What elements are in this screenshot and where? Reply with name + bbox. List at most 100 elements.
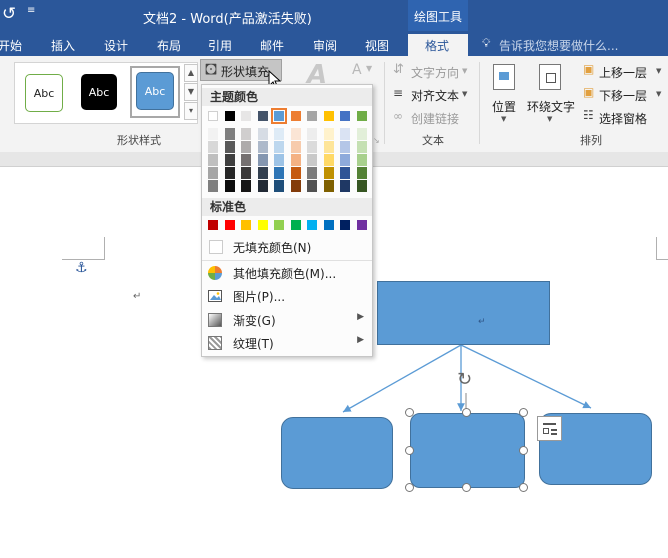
bring-forward-button[interactable]: 上移一层 <box>599 66 648 80</box>
texture-fill-item[interactable]: 纹理(T) ▶ <box>202 332 372 354</box>
undo-icon[interactable]: ↺ <box>2 4 17 24</box>
selection-pane-button[interactable]: 选择窗格 <box>599 112 648 126</box>
theme-shade-swatch[interactable] <box>290 154 301 166</box>
align-text-button[interactable]: 对齐文本 <box>411 89 460 103</box>
standard-color-swatch[interactable] <box>224 220 235 230</box>
top-rectangle-shape[interactable]: ↵ <box>377 281 550 345</box>
theme-shade-swatch[interactable] <box>208 180 218 192</box>
theme-color-swatch[interactable] <box>208 111 218 121</box>
theme-shade-swatch[interactable] <box>224 154 235 166</box>
picture-fill-item[interactable]: 图片(P)... <box>202 285 372 307</box>
theme-shade-swatch[interactable] <box>274 128 284 140</box>
theme-color-swatch[interactable] <box>307 111 317 121</box>
standard-color-swatch[interactable] <box>323 220 334 230</box>
theme-shade-swatch[interactable] <box>257 167 268 179</box>
theme-color-swatch[interactable] <box>271 108 287 124</box>
create-link-button[interactable]: 创建链接 <box>411 112 460 126</box>
theme-shade-swatch[interactable] <box>241 154 251 166</box>
gallery-scroll-up[interactable]: ▲ <box>184 64 198 82</box>
theme-shade-swatch[interactable] <box>307 128 317 140</box>
theme-shade-swatch[interactable] <box>356 128 367 140</box>
standard-color-swatch[interactable] <box>208 220 218 230</box>
theme-shade-swatch[interactable] <box>257 180 268 192</box>
resize-handle-se[interactable] <box>519 483 528 492</box>
text-direction-button[interactable]: 文字方向 <box>411 66 460 80</box>
theme-shade-swatch[interactable] <box>257 154 268 166</box>
shape-fill-button[interactable]: 🖸︎ 形状填充 <box>200 59 282 81</box>
style-sample-black[interactable]: Abc <box>81 74 117 110</box>
theme-shade-swatch[interactable] <box>307 154 317 166</box>
theme-shade-swatch[interactable] <box>307 141 317 153</box>
theme-color-swatch[interactable] <box>323 111 334 121</box>
theme-shade-swatch[interactable] <box>257 141 268 153</box>
theme-shade-swatch[interactable] <box>307 167 317 179</box>
theme-shade-swatch[interactable] <box>340 128 350 140</box>
bottom-left-rounded-shape[interactable] <box>281 417 393 489</box>
resize-handle-nw[interactable] <box>405 408 414 417</box>
standard-color-swatch[interactable] <box>340 220 350 230</box>
quick-access-menu-icon[interactable]: ≡ <box>27 5 36 16</box>
more-fill-colors-item[interactable]: 其他填充颜色(M)... <box>202 262 372 284</box>
theme-color-swatch[interactable] <box>290 111 301 121</box>
theme-shade-swatch[interactable] <box>208 154 218 166</box>
theme-shade-swatch[interactable] <box>290 180 301 192</box>
theme-shade-swatch[interactable] <box>241 180 251 192</box>
tab-review[interactable]: 审阅 <box>313 39 338 53</box>
standard-color-swatch[interactable] <box>274 220 284 230</box>
tab-references[interactable]: 引用 <box>208 39 233 53</box>
theme-shade-swatch[interactable] <box>224 180 235 192</box>
resize-handle-ne[interactable] <box>519 408 528 417</box>
standard-color-swatch[interactable] <box>290 220 301 230</box>
resize-handle-s[interactable] <box>462 483 471 492</box>
theme-shade-swatch[interactable] <box>290 141 301 153</box>
standard-color-swatch[interactable] <box>257 220 268 230</box>
theme-shade-swatch[interactable] <box>356 180 367 192</box>
rotate-handle-icon[interactable]: ↻ <box>457 369 473 390</box>
tab-view[interactable]: 视图 <box>365 39 390 53</box>
gallery-scroll-down[interactable]: ▼ <box>184 83 198 101</box>
theme-shade-swatch[interactable] <box>274 180 284 192</box>
tab-mailings[interactable]: 邮件 <box>260 39 285 53</box>
theme-shade-swatch[interactable] <box>290 128 301 140</box>
theme-shade-swatch[interactable] <box>224 167 235 179</box>
theme-shade-swatch[interactable] <box>224 141 235 153</box>
theme-shade-swatch[interactable] <box>241 128 251 140</box>
theme-shade-swatch[interactable] <box>340 141 350 153</box>
layout-options-icon[interactable] <box>537 416 562 441</box>
theme-shade-swatch[interactable] <box>224 128 235 140</box>
tab-insert[interactable]: 插入 <box>51 39 76 53</box>
bottom-center-rounded-shape[interactable] <box>410 413 525 488</box>
tab-format[interactable]: 格式 <box>408 34 468 56</box>
theme-shade-swatch[interactable] <box>323 154 334 166</box>
theme-color-swatch[interactable] <box>340 111 350 121</box>
no-fill-item[interactable]: 无填充颜色(N) <box>202 236 372 258</box>
theme-color-swatch[interactable] <box>224 111 235 121</box>
theme-shade-swatch[interactable] <box>323 128 334 140</box>
resize-handle-n[interactable] <box>462 408 471 417</box>
theme-shade-swatch[interactable] <box>356 141 367 153</box>
style-sample-outline[interactable]: Abc <box>25 74 63 112</box>
theme-shade-swatch[interactable] <box>274 167 284 179</box>
resize-handle-e[interactable] <box>519 446 528 455</box>
style-sample-blue[interactable]: Abc <box>136 72 174 110</box>
tab-home[interactable]: 开始 <box>0 39 23 53</box>
theme-shade-swatch[interactable] <box>274 154 284 166</box>
gallery-more[interactable]: ▾ <box>184 102 198 120</box>
theme-shade-swatch[interactable] <box>340 167 350 179</box>
theme-shade-swatch[interactable] <box>257 128 268 140</box>
tab-design[interactable]: 设计 <box>104 39 129 53</box>
theme-shade-swatch[interactable] <box>241 141 251 153</box>
theme-shade-swatch[interactable] <box>208 141 218 153</box>
theme-shade-swatch[interactable] <box>208 167 218 179</box>
theme-color-swatch[interactable] <box>356 111 367 121</box>
theme-shade-swatch[interactable] <box>323 180 334 192</box>
theme-color-swatch[interactable] <box>257 111 268 121</box>
standard-color-swatch[interactable] <box>307 220 317 230</box>
wrap-text-button[interactable]: 环绕文字 <box>527 100 576 114</box>
theme-shade-swatch[interactable] <box>356 154 367 166</box>
gradient-fill-item[interactable]: 渐变(G) ▶ <box>202 309 372 331</box>
resize-handle-w[interactable] <box>405 446 414 455</box>
position-button[interactable]: 位置 <box>492 100 517 114</box>
standard-color-swatch[interactable] <box>356 220 367 230</box>
theme-shade-swatch[interactable] <box>290 167 301 179</box>
